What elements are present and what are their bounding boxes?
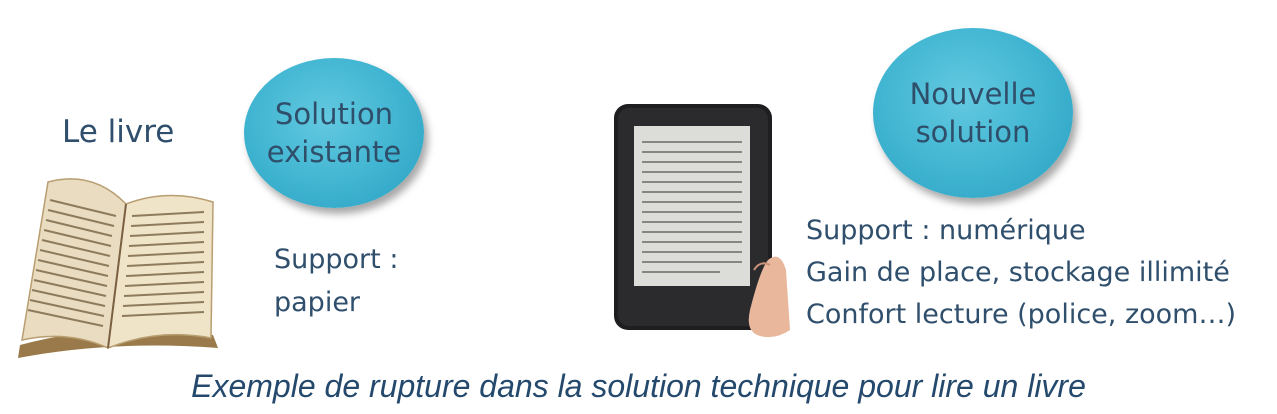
bubble-line: existante: [266, 135, 402, 169]
figure-caption: Exemple de rupture dans la solution tech…: [191, 368, 1086, 404]
paper-support-text: Support : papier: [274, 238, 398, 324]
feature-line: Confort lecture (police, zoom…): [806, 299, 1236, 330]
digital-support-features: Support : numérique Gain de place, stock…: [806, 210, 1236, 336]
bubble-line: solution: [915, 115, 1031, 149]
existing-solution-bubble: Solution existante: [244, 58, 424, 208]
bubble-line: Nouvelle: [909, 77, 1037, 111]
book-label: Le livre: [62, 114, 175, 150]
open-book-image: [18, 178, 218, 358]
feature-line: Support : numérique: [806, 215, 1086, 246]
bubble-line: Solution: [274, 97, 394, 131]
support-line: papier: [274, 287, 361, 318]
feature-line: Gain de place, stockage illimité: [806, 257, 1230, 288]
support-line: Support :: [274, 244, 399, 275]
ereader-image: [614, 104, 790, 338]
new-solution-bubble: Nouvelle solution: [873, 28, 1073, 198]
